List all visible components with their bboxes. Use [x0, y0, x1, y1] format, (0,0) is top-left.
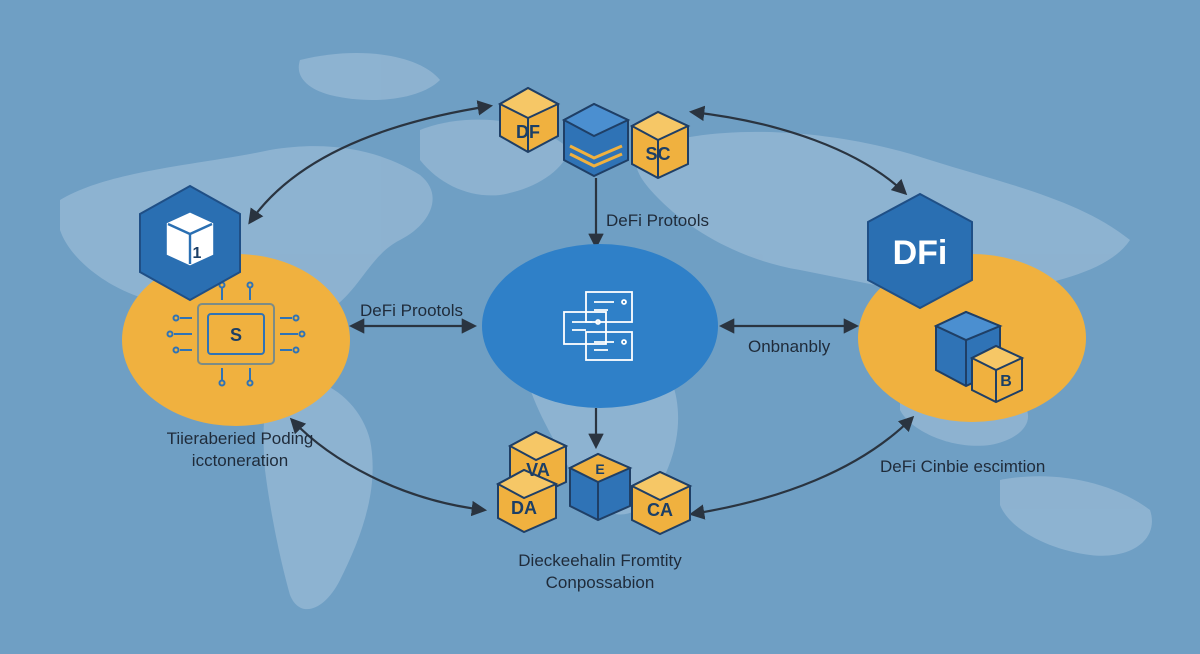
top-cube-blue [561, 102, 631, 178]
right-badge-hexagon [867, 192, 973, 310]
caption-left: Tiieraberied Poding icctoneration [130, 428, 350, 472]
right-node: DFi B [858, 192, 1086, 422]
bottom-cube-ca-letter: CA [647, 500, 673, 520]
caption-right: DeFi Cinbie escimtion [880, 457, 1046, 476]
arrow-top-left [248, 100, 494, 225]
bottom-cube-va-letter: VA [526, 460, 550, 480]
arrow-bottom-right [688, 415, 915, 520]
top-cube-df-letter: DF [516, 122, 540, 142]
bottom-cube-e [567, 452, 633, 522]
right-badge-text: DFi [893, 234, 948, 272]
right-small-cube-letter: B [1000, 373, 1012, 390]
caption-left-line2: icctoneration [191, 451, 289, 470]
bottom-cube-da-letter: DA [511, 498, 537, 518]
left-node-circle [122, 254, 350, 426]
top-cube-df [497, 86, 561, 154]
arrow-bottom-left [289, 417, 488, 517]
center-node-circle [482, 244, 718, 408]
cube-arrow-icon [166, 212, 214, 266]
caption-bottom-line1: Dieckeehalin Fromtity [518, 551, 682, 570]
bottom-cube-ca [629, 470, 693, 536]
right-small-cube [969, 344, 1025, 404]
label-top-arrow: DeFi Protools [606, 211, 709, 230]
arrows [248, 100, 915, 520]
top-cube-sc [629, 110, 691, 180]
bottom-cube-e-letter: E [595, 461, 604, 477]
caption-bottom: Dieckeehalin Fromtity Conpossabion [480, 550, 720, 594]
left-badge-glyph: 1 [193, 245, 202, 262]
caption-left-line1: Tiieraberied Poding [166, 429, 314, 448]
left-node: S 1 [122, 184, 350, 426]
top-cube-sc-letter: SC [645, 144, 670, 164]
label-right-arrow: Onbnanbly [748, 337, 831, 356]
circuit-chip-icon [166, 281, 306, 387]
center-node [482, 244, 718, 408]
top-cube-cluster [497, 86, 691, 180]
arrow-top-right [688, 105, 908, 196]
chip-letter: S [230, 325, 242, 345]
label-left-arrow: DeFi Prootols [360, 301, 463, 320]
bottom-cube-cluster [495, 430, 693, 536]
caption-bottom-line2: Conpossabion [545, 573, 655, 592]
server-stack-icon [563, 291, 633, 361]
bottom-cube-da [495, 468, 559, 534]
